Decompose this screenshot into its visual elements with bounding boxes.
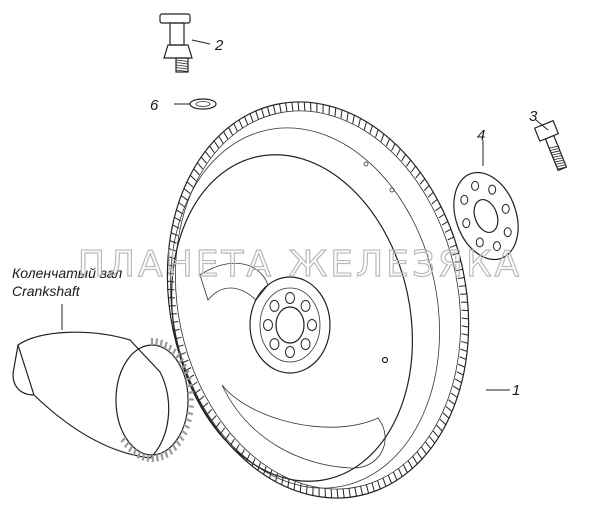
ring-gear-teeth bbox=[167, 101, 469, 499]
crankshaft bbox=[12, 331, 195, 463]
callout-6: 6 bbox=[150, 97, 159, 114]
bolt-thread bbox=[175, 59, 189, 72]
callout-3: 3 bbox=[529, 108, 538, 125]
hub-bolt-holes bbox=[263, 292, 317, 358]
flywheel bbox=[166, 101, 470, 499]
bolt-thread-3 bbox=[549, 145, 567, 170]
face-pocket bbox=[221, 384, 386, 469]
bolt-assembly bbox=[159, 13, 193, 73]
watermark: ПЛАНЕТА ЖЕЛЕЗЯКА bbox=[78, 244, 522, 285]
washer-plate bbox=[453, 171, 519, 261]
crankshaft-gear bbox=[115, 338, 195, 463]
bolt bbox=[533, 119, 568, 172]
timing-mark bbox=[381, 356, 389, 364]
leader-lines bbox=[61, 39, 549, 391]
plate-holes bbox=[460, 180, 512, 252]
callout-4: 4 bbox=[477, 127, 485, 144]
callout-1: 1 bbox=[512, 382, 520, 399]
callout-2: 2 bbox=[214, 37, 224, 54]
flywheel-hub bbox=[249, 276, 331, 374]
seal-ring bbox=[189, 98, 217, 110]
crankshaft-label-ru: Коленчатый вал bbox=[12, 265, 122, 281]
crankshaft-label-en: Crankshaft bbox=[12, 283, 81, 299]
